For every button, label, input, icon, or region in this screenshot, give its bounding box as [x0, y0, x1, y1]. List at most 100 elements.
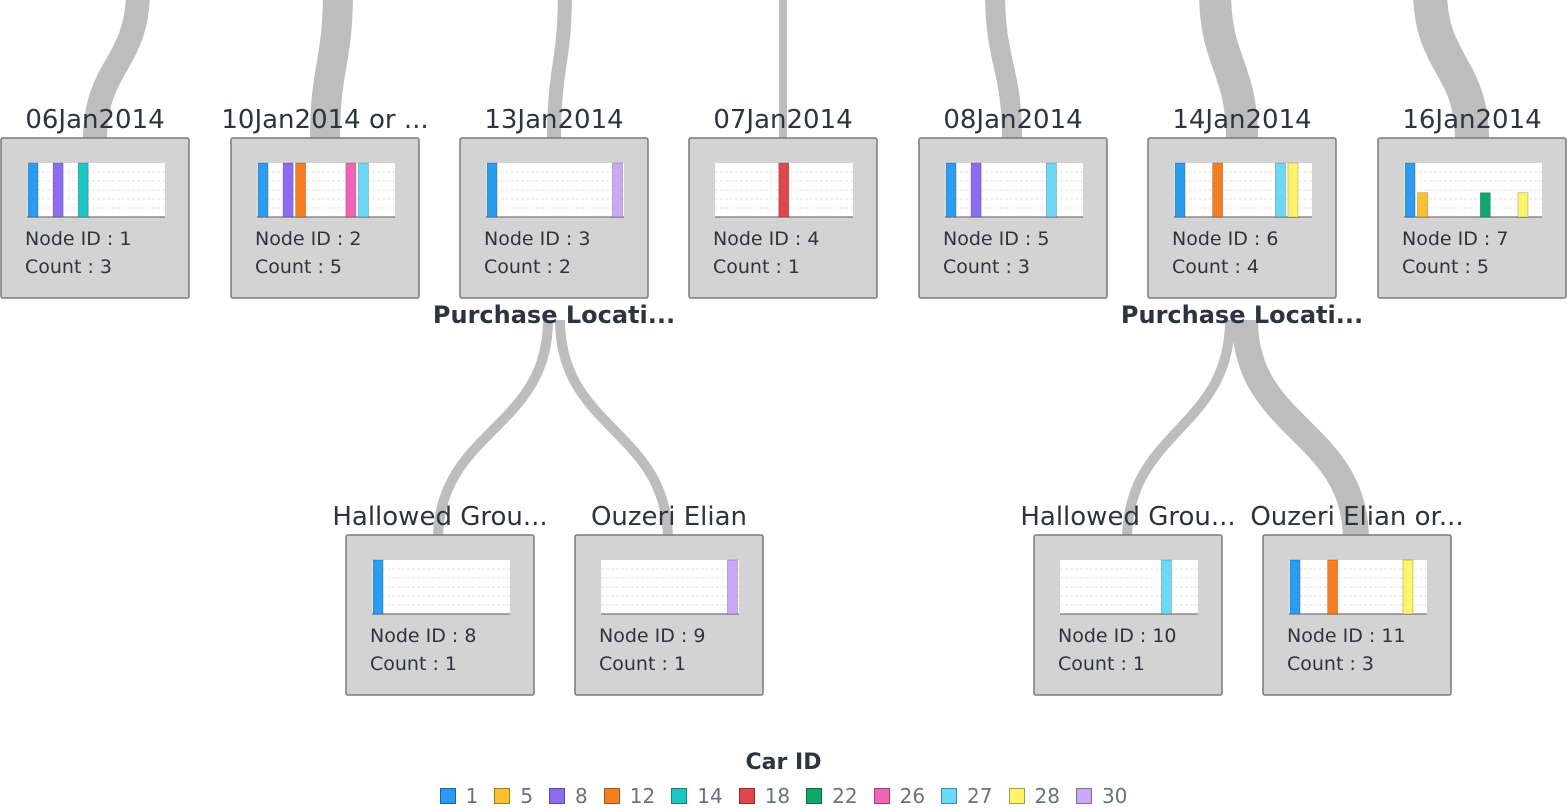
- node-title: 07Jan2014: [713, 105, 852, 135]
- legend-item-22[interactable]: 22: [806, 782, 858, 810]
- legend-swatch: [873, 788, 890, 804]
- mini-bar-car-1: [945, 162, 957, 218]
- tree-node-11[interactable]: Ouzeri Elian or... Node ID : 11 Count : 3: [1250, 502, 1464, 696]
- node-count-label: Count : 1: [1058, 653, 1145, 675]
- legend-item-27[interactable]: 27: [941, 782, 993, 810]
- legend-item-1[interactable]: 1: [439, 782, 479, 810]
- link-to-node-6: [1199, 0, 1258, 141]
- legend-label: 14: [697, 784, 723, 808]
- tree-node-2[interactable]: 10Jan2014 or ... Node ID : 2 Count : 5: [221, 105, 429, 299]
- link-node-6-to-node-10: [1122, 319, 1235, 541]
- node-id-label: Node ID : 2: [255, 228, 361, 250]
- link-to-node-1: [83, 0, 150, 141]
- mini-bar-car-28: [1287, 162, 1299, 218]
- legend-label: 5: [520, 784, 534, 808]
- link-to-node-3: [547, 0, 572, 141]
- node-count-label: Count : 3: [1287, 653, 1374, 675]
- legend-label: 22: [832, 784, 858, 808]
- legend-item-12[interactable]: 12: [603, 782, 655, 810]
- node-title: 14Jan2014: [1172, 105, 1311, 135]
- legend-swatch: [1075, 788, 1092, 804]
- node-title: 06Jan2014: [25, 105, 164, 135]
- legend-item-26[interactable]: 26: [873, 782, 926, 810]
- mini-bar-car-22: [1479, 192, 1491, 218]
- legend-label: 30: [1101, 784, 1128, 808]
- legend-label: 27: [967, 784, 993, 808]
- mini-bar-car-1: [372, 559, 384, 615]
- decision-tree-diagram: Purchase Locati... Purchase Locati... 06Ja…: [0, 0, 1567, 696]
- legend-label: 26: [899, 784, 926, 808]
- mini-bar-car-1: [1289, 559, 1301, 615]
- node-title: 16Jan2014: [1402, 105, 1541, 135]
- mini-bar-car-18: [778, 162, 790, 218]
- mini-bar-car-1: [1174, 162, 1186, 218]
- node-id-label: Node ID : 5: [943, 228, 1049, 250]
- node-count-label: Count : 4: [1172, 256, 1259, 278]
- node-title: Ouzeri Elian or...: [1250, 502, 1463, 532]
- node-id-label: Node ID : 9: [599, 625, 705, 647]
- legend-item-8[interactable]: 8: [549, 782, 588, 810]
- mini-bar-car-8: [52, 162, 64, 218]
- mini-bar-car-12: [1212, 162, 1224, 218]
- node-id-label: Node ID : 1: [25, 228, 131, 250]
- tree-links: [83, 0, 1489, 541]
- mini-bar-car-1: [27, 162, 39, 218]
- legend-swatch: [941, 788, 958, 804]
- split-label: Purchase Locati...: [1121, 301, 1363, 329]
- legend-item-14[interactable]: 14: [671, 782, 723, 810]
- node-id-label: Node ID : 10: [1058, 625, 1177, 647]
- split-label: Purchase Locati...: [433, 301, 675, 329]
- mini-bar-car-12: [295, 162, 307, 218]
- legend-label: 28: [1034, 784, 1060, 808]
- node-title: Hallowed Grou...: [1020, 502, 1235, 532]
- legend-swatch: [603, 788, 620, 804]
- node-title: 08Jan2014: [943, 105, 1082, 135]
- legend-label: 1: [465, 784, 479, 808]
- mini-bar-car-8: [282, 162, 294, 218]
- mini-bar-car-1: [257, 162, 269, 218]
- mini-bar-car-8: [970, 162, 982, 218]
- legend-item-28[interactable]: 28: [1008, 782, 1060, 810]
- node-count-label: Count : 3: [25, 256, 112, 278]
- mini-bar-car-27: [1045, 162, 1057, 218]
- mini-bar-car-27: [357, 162, 369, 218]
- node-count-label: Count : 1: [599, 653, 686, 675]
- mini-bar-car-30: [727, 559, 738, 615]
- node-count-label: Count : 5: [255, 256, 342, 278]
- mini-bar-car-26: [345, 162, 357, 218]
- legend-swatch: [806, 788, 823, 804]
- node-id-label: Node ID : 4: [713, 228, 819, 250]
- node-count-label: Count : 1: [713, 256, 800, 278]
- link-node-6-to-node-11: [1232, 319, 1369, 541]
- mini-bar-car-30: [612, 162, 623, 218]
- node-id-label: Node ID : 11: [1287, 625, 1406, 647]
- node-id-label: Node ID : 3: [484, 228, 590, 250]
- legend-item-18[interactable]: 18: [738, 782, 790, 810]
- node-title: 10Jan2014 or ...: [221, 105, 428, 135]
- mini-bar-car-14: [77, 162, 89, 218]
- legend-swatch: [494, 788, 511, 804]
- node-id-label: Node ID : 7: [1402, 228, 1508, 250]
- mini-bar-car-1: [1404, 162, 1416, 218]
- mini-bar-car-28: [1402, 559, 1414, 615]
- mini-bar-car-27: [1274, 162, 1286, 218]
- legend-swatch: [1008, 788, 1025, 804]
- tree-node-10[interactable]: Hallowed Grou... Node ID : 10 Count : 1: [1020, 502, 1236, 696]
- node-count-label: Count : 2: [484, 256, 571, 278]
- legend-label: 8: [575, 784, 588, 808]
- link-node-3-to-node-9: [555, 319, 673, 541]
- legend-item-5[interactable]: 5: [494, 782, 533, 810]
- legend-item-30[interactable]: 30: [1075, 782, 1128, 810]
- node-count-label: Count : 1: [370, 653, 457, 675]
- mini-bar-car-5: [1417, 192, 1428, 218]
- node-id-label: Node ID : 8: [370, 625, 476, 647]
- link-to-node-5: [985, 0, 1022, 141]
